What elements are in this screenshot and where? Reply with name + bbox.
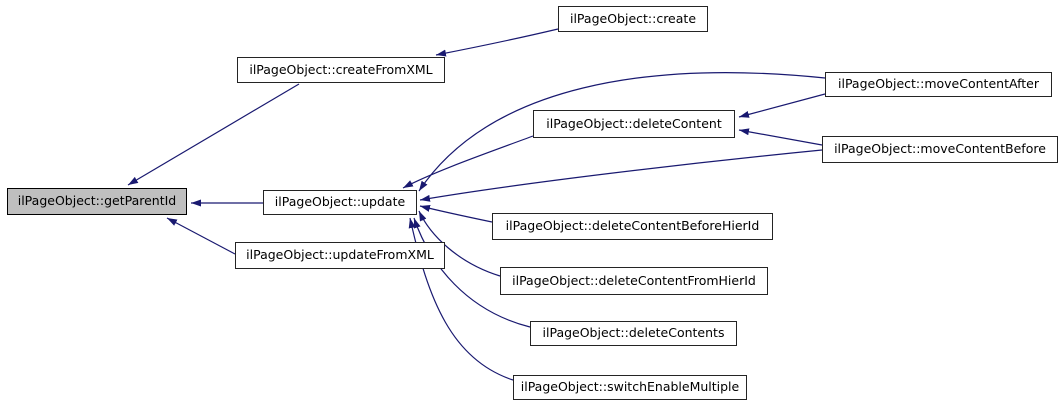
- graph-node-updateFromXML[interactable]: ilPageObject::updateFromXML: [235, 242, 445, 269]
- edge-moveContentBefore-to-update: [419, 149, 823, 202]
- edge-deleteContentBeforeHierId-to-update: [419, 205, 493, 223]
- graph-node-deleteContentBeforeHierId[interactable]: ilPageObject::deleteContentBeforeHierId: [492, 213, 773, 240]
- graph-node-deleteContents[interactable]: ilPageObject::deleteContents: [530, 321, 737, 346]
- graph-node-moveContentAfter[interactable]: ilPageObject::moveContentAfter: [825, 72, 1052, 97]
- graph-node-deleteContent[interactable]: ilPageObject::deleteContent: [533, 110, 735, 138]
- graph-node-getParentId[interactable]: ilPageObject::getParentId: [7, 188, 187, 215]
- edge-moveContentBefore-to-deleteContent: [738, 128, 823, 146]
- edge-updateFromXML-to-getParentId: [166, 217, 236, 255]
- edge-create-to-createFromXML: [435, 28, 559, 57]
- graph-node-switchEnableMultiple[interactable]: ilPageObject::switchEnableMultiple: [513, 375, 747, 400]
- edge-createFromXML-to-getParentId: [127, 83, 300, 186]
- edge-deleteContent-to-update: [402, 135, 534, 189]
- graph-node-deleteContentFromHierId[interactable]: ilPageObject::deleteContentFromHierId: [500, 267, 768, 295]
- graph-node-update[interactable]: ilPageObject::update: [263, 190, 417, 215]
- graph-node-createFromXML[interactable]: ilPageObject::createFromXML: [237, 57, 445, 83]
- graph-node-create[interactable]: ilPageObject::create: [558, 6, 708, 32]
- graph-node-moveContentBefore[interactable]: ilPageObject::moveContentBefore: [822, 136, 1058, 163]
- edge-moveContentAfter-to-deleteContent: [738, 93, 826, 118]
